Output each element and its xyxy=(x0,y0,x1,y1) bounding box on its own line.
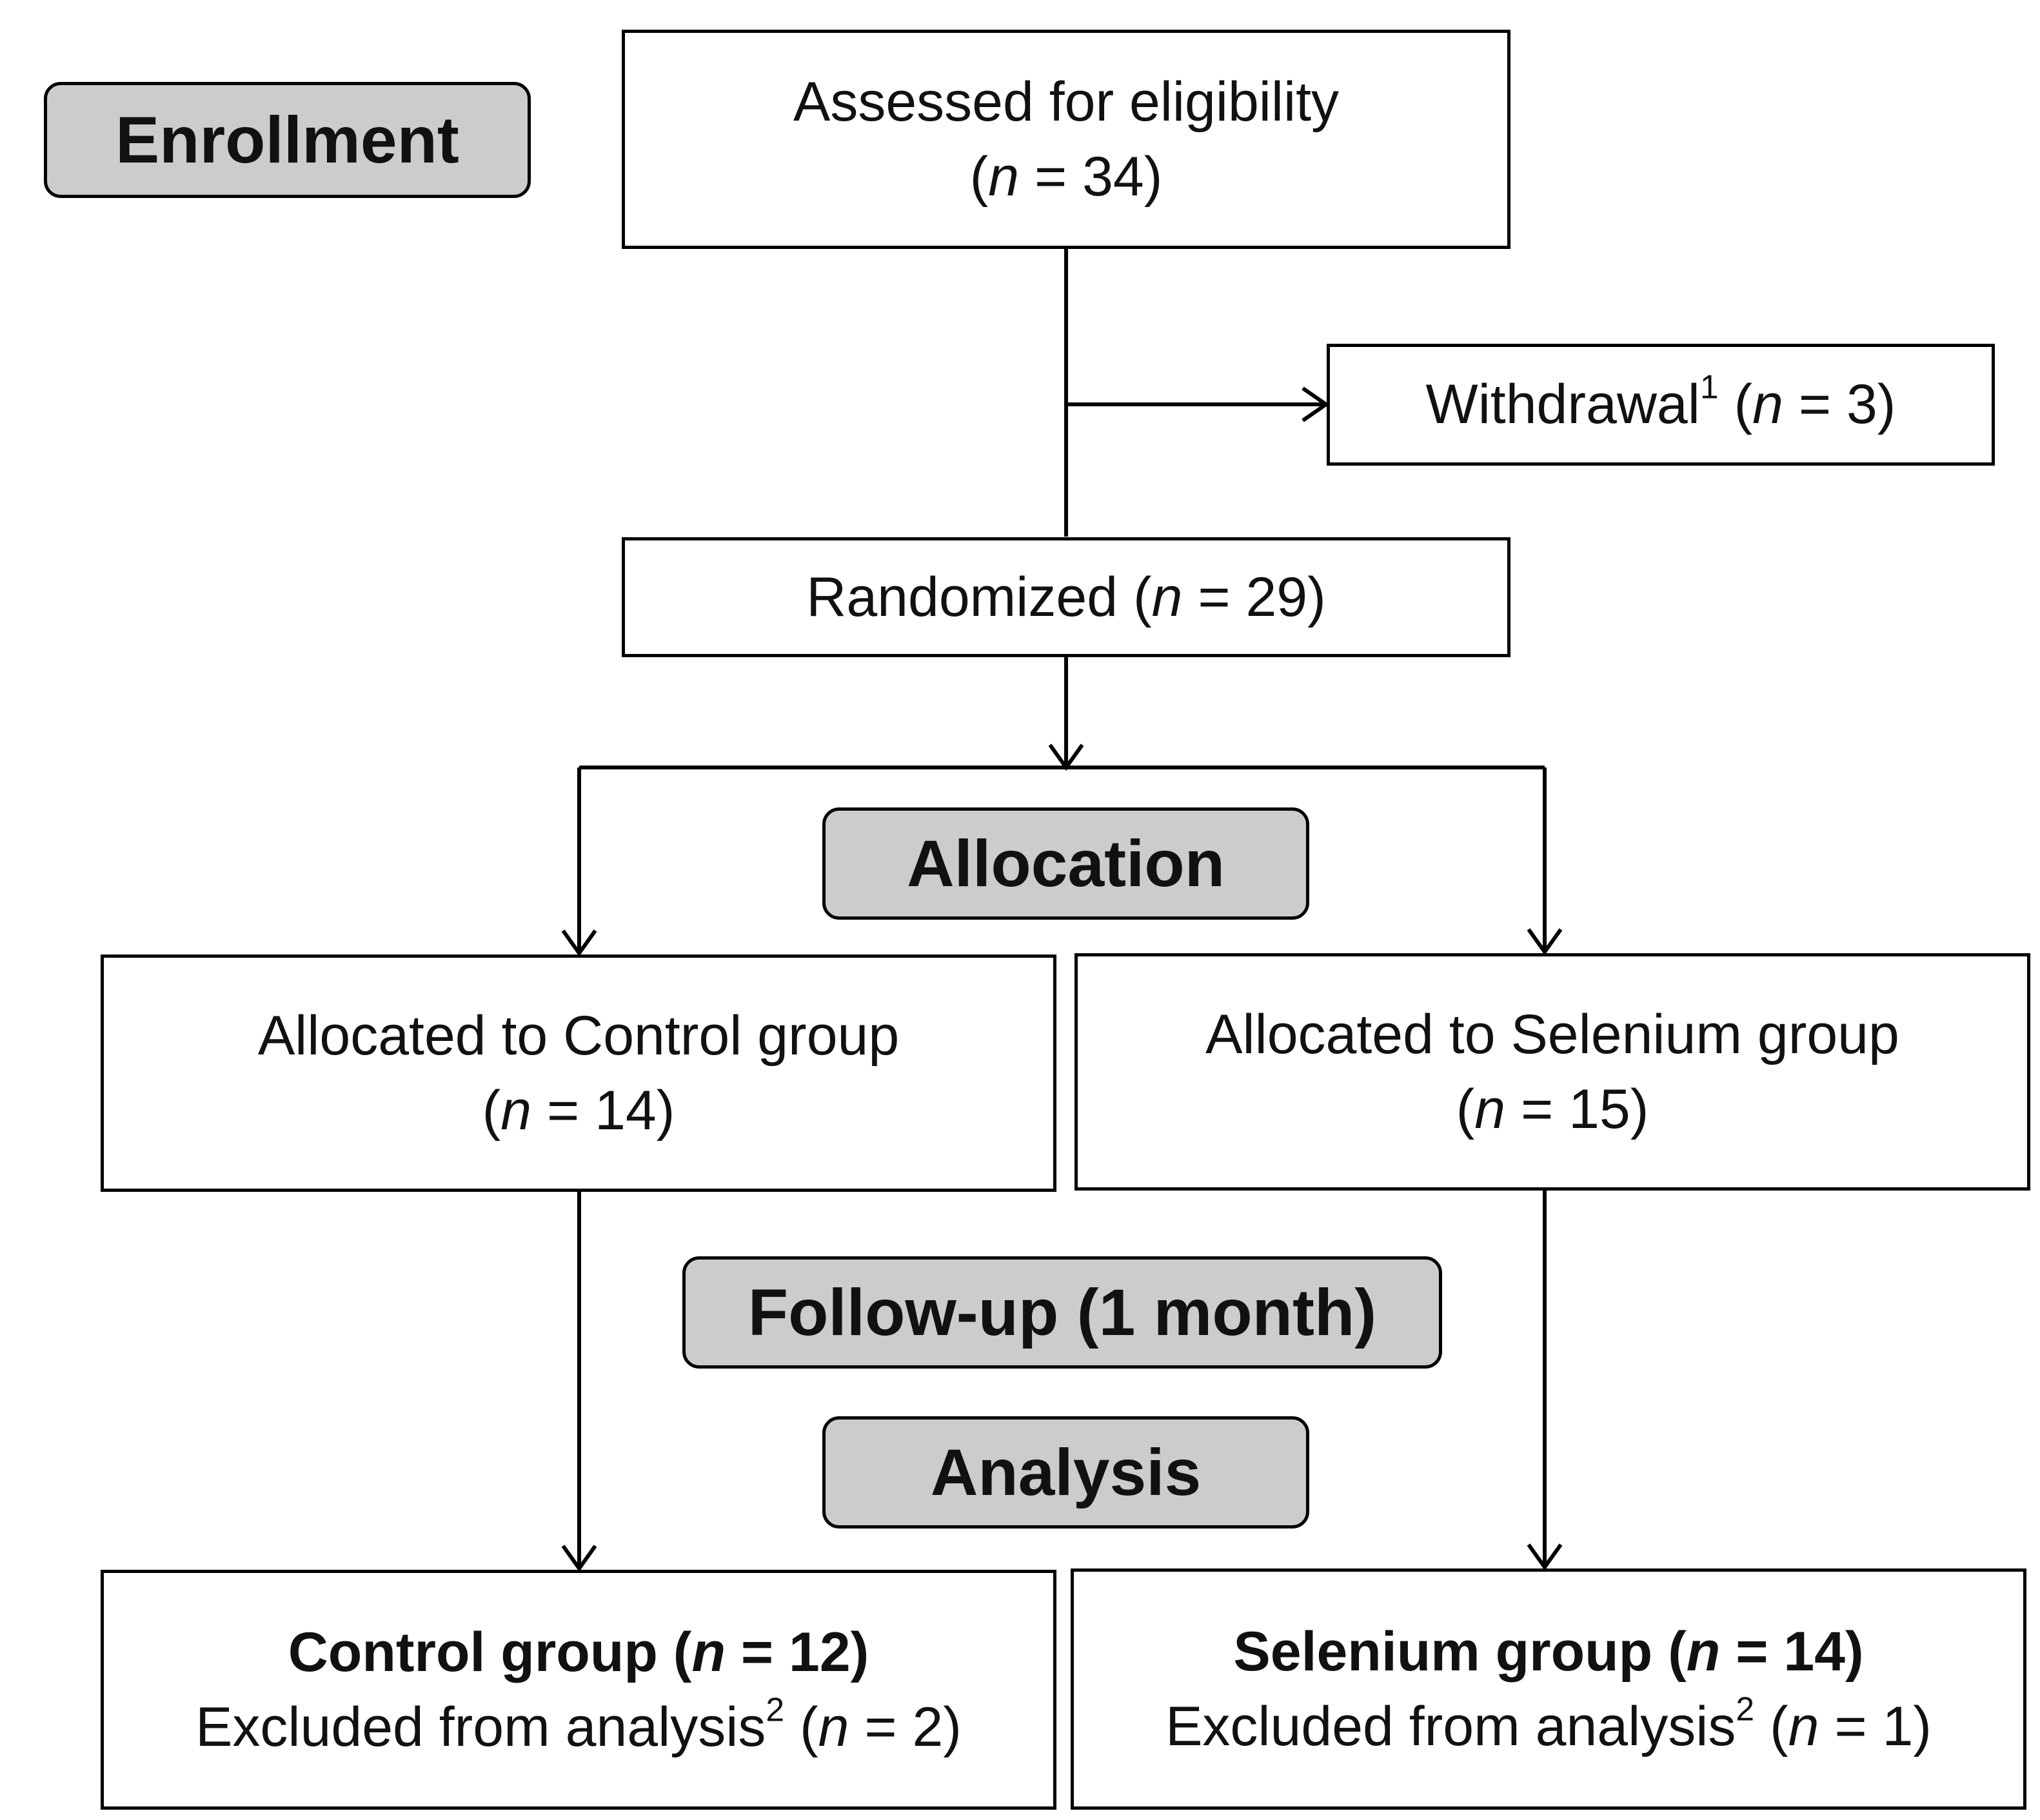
box-final-selenium: Selenium group (n = 14) Excluded from an… xyxy=(1071,1568,2026,1810)
box-count: (n = 34) xyxy=(969,146,1163,208)
arrowhead-withdrawal xyxy=(1302,386,1330,422)
box-randomized: Randomized (n = 29) xyxy=(622,537,1510,657)
box-assessed-for-eligibility: Assessed for eligibility (n = 34) xyxy=(622,30,1510,249)
stage-label-enrollment: Enrollment xyxy=(44,82,531,198)
box-label: Randomized (n = 29) xyxy=(806,566,1326,628)
box-label: Allocated to Control group xyxy=(257,1004,900,1067)
stage-label-text: Follow-up (1 month) xyxy=(748,1275,1377,1349)
arrowhead-control-alloc xyxy=(561,929,597,957)
stage-label-text: Analysis xyxy=(930,1435,1202,1509)
box-count: (n = 14) xyxy=(482,1080,675,1142)
box-withdrawal: Withdrawal1 (n = 3) xyxy=(1327,344,1995,466)
box-label: Withdrawal1 (n = 3) xyxy=(1425,368,1896,436)
box-label: Allocated to Selenium group xyxy=(1205,1003,1899,1065)
stage-label-text: Enrollment xyxy=(115,103,459,177)
box-title: Control group (n = 12) xyxy=(288,1621,869,1683)
box-allocated-control: Allocated to Control group (n = 14) xyxy=(101,955,1056,1192)
footnote-marker: 1 xyxy=(1699,368,1719,406)
arrowhead-selenium-alloc xyxy=(1527,928,1563,956)
box-label: Assessed for eligibility xyxy=(793,70,1340,133)
stage-label-analysis: Analysis xyxy=(822,1416,1309,1528)
arrowhead-selenium-final xyxy=(1527,1543,1563,1571)
footnote-marker: 2 xyxy=(766,1690,785,1728)
stage-label-allocation: Allocation xyxy=(822,807,1309,920)
box-allocated-selenium: Allocated to Selenium group (n = 15) xyxy=(1074,953,2030,1191)
box-excluded: Excluded from analysis2 (n = 1) xyxy=(1165,1690,1932,1757)
box-count: (n = 15) xyxy=(1456,1078,1649,1140)
stage-label-followup: Follow-up (1 month) xyxy=(682,1256,1442,1369)
footnote-marker: 2 xyxy=(1736,1690,1755,1728)
arrowhead-control-final xyxy=(561,1545,597,1572)
box-final-control: Control group (n = 12) Excluded from ana… xyxy=(101,1570,1056,1810)
box-excluded: Excluded from analysis2 (n = 2) xyxy=(195,1690,962,1758)
stage-label-text: Allocation xyxy=(906,826,1225,900)
box-title: Selenium group (n = 14) xyxy=(1233,1620,1864,1683)
